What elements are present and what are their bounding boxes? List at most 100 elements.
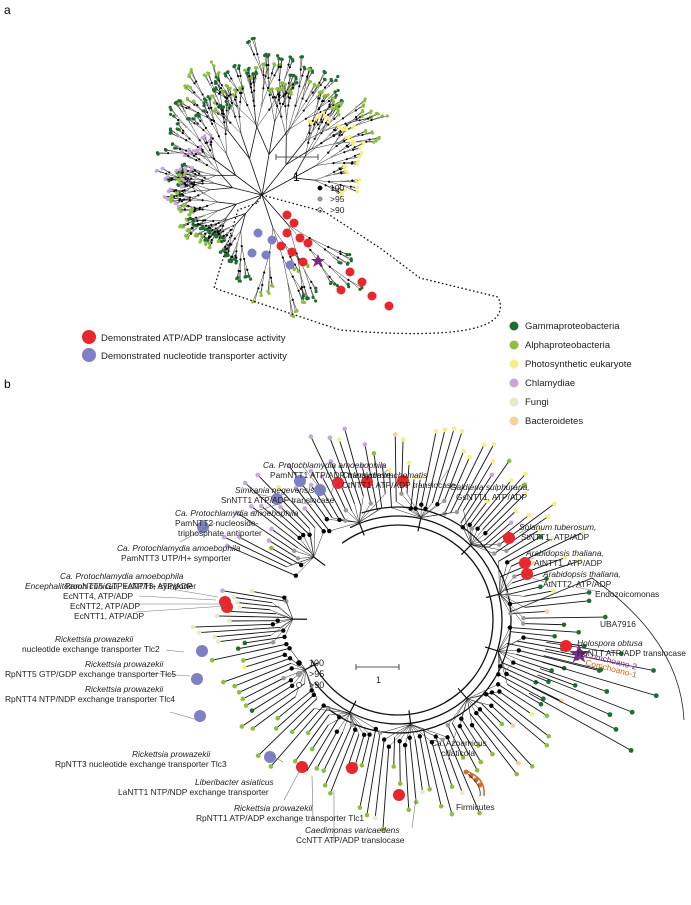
cpa3-species: Ca. Protochlamydia amoebophila [117, 543, 241, 553]
tip-marker [279, 63, 283, 67]
tip-marker [231, 595, 237, 600]
tip-marker [191, 624, 196, 630]
tip-marker [218, 250, 222, 254]
tip-marker [168, 187, 172, 191]
tip-marker [348, 252, 352, 257]
cpa1-protein: PamNTT1 ATP/ADP translocase [270, 470, 391, 480]
liberibacter-species: Liberibacter asiaticus [195, 777, 274, 787]
tip-marker [523, 491, 528, 496]
translocase-dot [296, 761, 308, 773]
tip-marker [358, 178, 362, 182]
tip-marker [234, 261, 238, 265]
tip-marker [340, 128, 345, 132]
tip-marker [346, 171, 350, 175]
endozoicomonas-label: Endozoicomonas [595, 589, 659, 599]
rick1-protein: RpNTT1 ATP/ADP exchange transporter Tlc1 [196, 813, 364, 823]
tip-marker [314, 299, 318, 303]
tip-marker [220, 588, 225, 593]
support-legend-a: 100 >95 >90 [317, 183, 345, 215]
tip-marker [359, 763, 365, 768]
tip-marker [223, 253, 227, 257]
tip-marker [357, 805, 363, 810]
tip-marker [400, 437, 406, 442]
tip-marker [308, 80, 313, 84]
encephalitozoon-species-text: Encephalitozoon cuniculi, [25, 581, 120, 591]
tip-marker [314, 117, 318, 121]
tip-marker [176, 121, 180, 126]
tip-marker [364, 812, 370, 818]
tip-marker [321, 768, 327, 774]
rick4-protein: RpNTT4 NTP/NDP exchange transporter Tlc4 [5, 694, 175, 704]
tip-marker [183, 234, 188, 238]
tip-marker [203, 134, 207, 138]
tip-marker [586, 590, 592, 595]
tip-marker [163, 177, 167, 181]
tip-marker [194, 232, 199, 236]
tip-marker [283, 82, 288, 86]
rick4-species: Rickettsia prowazekii [85, 684, 164, 694]
tip-marker [332, 96, 336, 100]
tip-marker [344, 135, 348, 139]
solanum-species: Solanum tuberosum, [519, 522, 596, 532]
transporter-dot [264, 751, 276, 763]
tip-marker [305, 730, 311, 736]
tip-marker [173, 201, 177, 206]
tip-marker [544, 713, 550, 719]
caedimonas-protein: CcNTT ATP/ADP translocase [296, 835, 405, 845]
tip-marker [562, 555, 568, 560]
tip-marker [168, 105, 172, 109]
tip-marker [370, 131, 375, 135]
tip-marker [295, 81, 299, 85]
tip-marker [191, 222, 195, 226]
tip-marker [374, 139, 378, 143]
tip-marker [192, 99, 196, 103]
tip-marker [216, 77, 220, 81]
tip-marker [259, 290, 263, 294]
scale-bar-b-label: 1 [376, 675, 381, 685]
scale-bar-a: 1 [275, 154, 319, 184]
holospora-protein: HoNTT ATP/ADP translocase [577, 648, 686, 658]
tip-marker [349, 141, 353, 145]
tip-marker [208, 229, 212, 233]
tip-marker [305, 297, 309, 301]
tip-marker [335, 103, 340, 107]
tip-marker [187, 147, 191, 151]
tip-marker [224, 99, 228, 104]
tip-marker [317, 116, 321, 120]
tip-marker [537, 527, 542, 532]
tip-marker [334, 78, 338, 82]
cpa2-protein-1: PamNTT2 nucleoside- [175, 518, 259, 528]
tip-marker [506, 458, 512, 464]
rick1-species: Rickettsia prowazekii [234, 803, 313, 813]
tip-marker [345, 128, 349, 132]
tip-marker [163, 147, 168, 152]
tip-marker [420, 789, 425, 795]
tip-marker [278, 504, 283, 510]
tip-marker [242, 640, 248, 646]
tip-marker [371, 451, 377, 456]
tip-marker [327, 116, 331, 121]
tip-marker [198, 227, 202, 231]
tip-marker [580, 529, 586, 535]
tip-marker [291, 59, 295, 63]
tip-marker [485, 499, 490, 504]
tip-marker [387, 468, 392, 473]
tip-marker [255, 753, 261, 758]
tip-marker [203, 242, 208, 246]
tip-marker [321, 111, 326, 115]
tip-marker [235, 646, 241, 651]
tip-marker [209, 133, 213, 137]
tip-marker [406, 460, 412, 466]
tip-marker [526, 512, 532, 518]
tip-marker [514, 771, 520, 777]
alpha-legend-label: Alphaproteobacteria [525, 340, 611, 351]
tip-marker [186, 227, 191, 231]
tip-marker [243, 703, 249, 708]
tip-marker [221, 534, 227, 540]
tip-marker [182, 162, 187, 166]
tip-marker [213, 107, 218, 111]
tip-marker [280, 57, 284, 61]
tip-marker [317, 83, 321, 88]
tip-marker [549, 536, 555, 541]
tip-marker [460, 755, 466, 760]
